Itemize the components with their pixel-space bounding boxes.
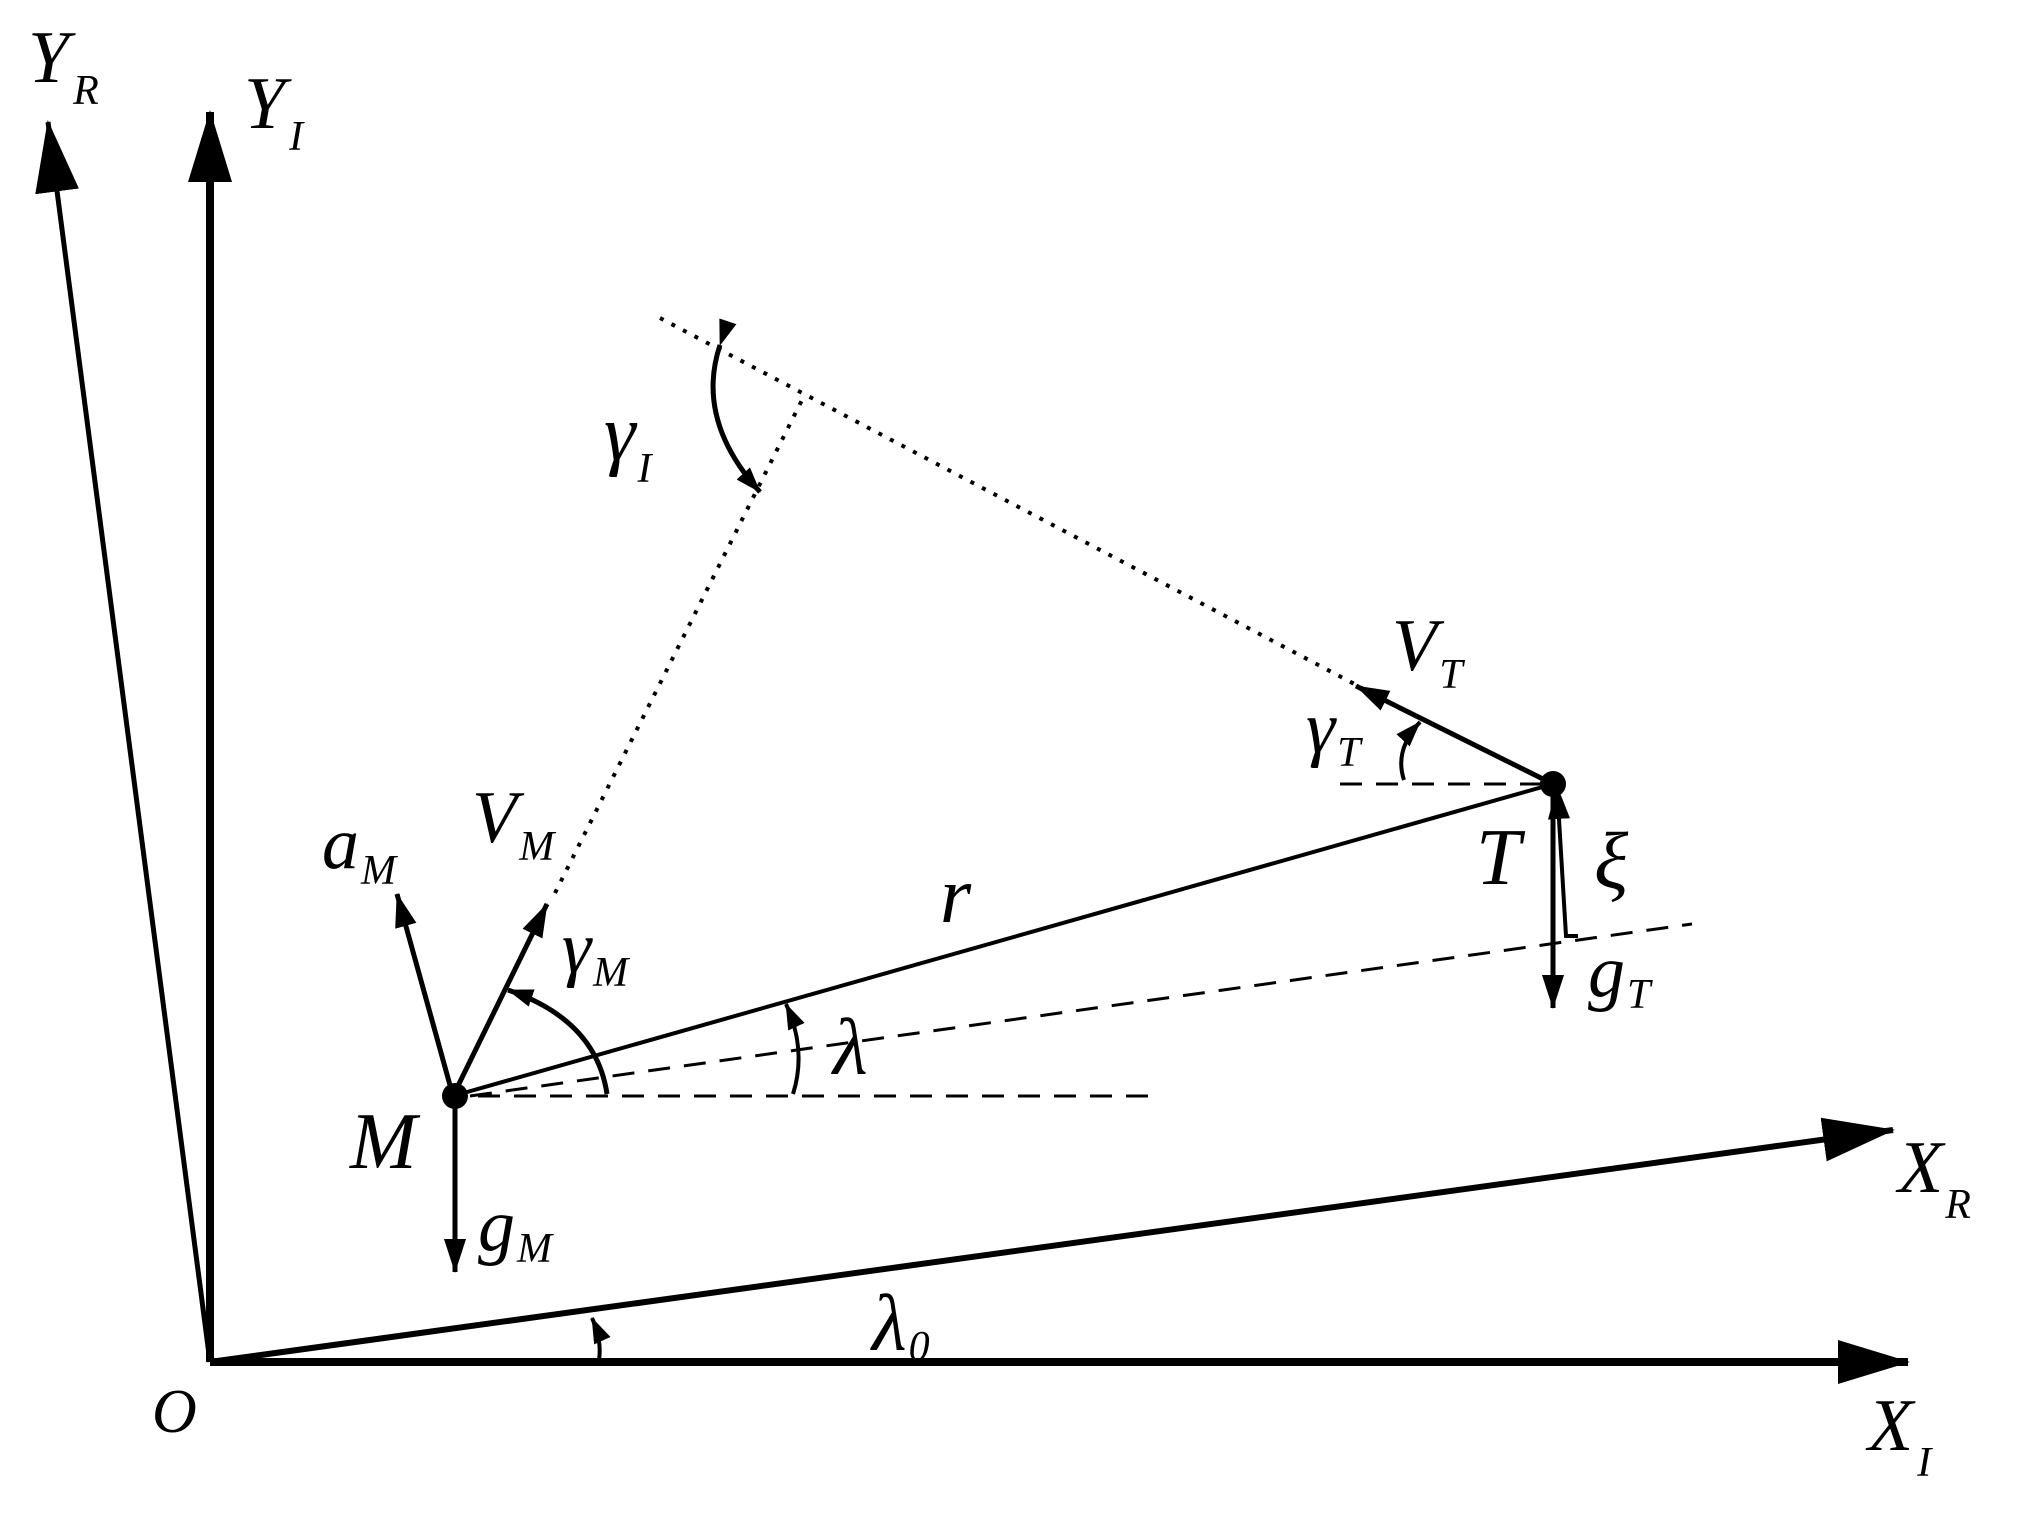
origin-label: O <box>152 1378 197 1446</box>
gamma-I-label: γI <box>604 390 654 492</box>
lambda-label: λ <box>831 1004 868 1092</box>
lambda-angle-arc <box>784 1003 805 1095</box>
x-inertial-axis-label: XI <box>1865 1385 1933 1486</box>
range-label: r <box>940 852 972 940</box>
gamma-T-label: γT <box>1306 687 1363 776</box>
y-rotated-axis-label: YR <box>28 17 99 114</box>
y-inertial-axis-label: YI <box>244 63 305 160</box>
v-target-label: VT <box>1392 605 1465 698</box>
xi-label: ξ <box>1594 818 1629 906</box>
initial-los-reference <box>469 922 1693 1098</box>
gamma-T-angle-arc <box>1396 720 1422 781</box>
v-missile-label: VM <box>472 777 556 870</box>
target-label: T <box>1476 814 1526 902</box>
gamma-M-angle-arc <box>507 987 610 1095</box>
x-rotated-axis-label: XR <box>1895 1127 1971 1228</box>
missile-point <box>442 1083 468 1109</box>
gamma-M-label: γM <box>562 907 630 996</box>
x-rotated-axis <box>209 1117 1895 1365</box>
target-xi-vector <box>1547 785 1578 938</box>
line-of-sight-r <box>452 782 1554 1098</box>
missile-velocity-vector <box>450 902 550 1098</box>
target-velocity-vector <box>1354 683 1555 787</box>
gamma-I-angle-arc <box>710 318 762 494</box>
missile-label: M <box>349 1098 421 1186</box>
lambda0-label: λ0 <box>870 1280 930 1370</box>
g-missile-label: gM <box>478 1185 554 1272</box>
lambda0-angle-arc <box>590 1317 611 1361</box>
target-point <box>1540 771 1566 797</box>
missile-velocity-extension-line <box>553 393 807 894</box>
a-missile-label: aM <box>322 803 398 894</box>
y-rotated-axis <box>35 120 213 1363</box>
target-velocity-extension-line <box>659 316 1363 690</box>
missile-acceleration-vector <box>394 893 456 1097</box>
g-target-label: gT <box>1588 931 1653 1018</box>
